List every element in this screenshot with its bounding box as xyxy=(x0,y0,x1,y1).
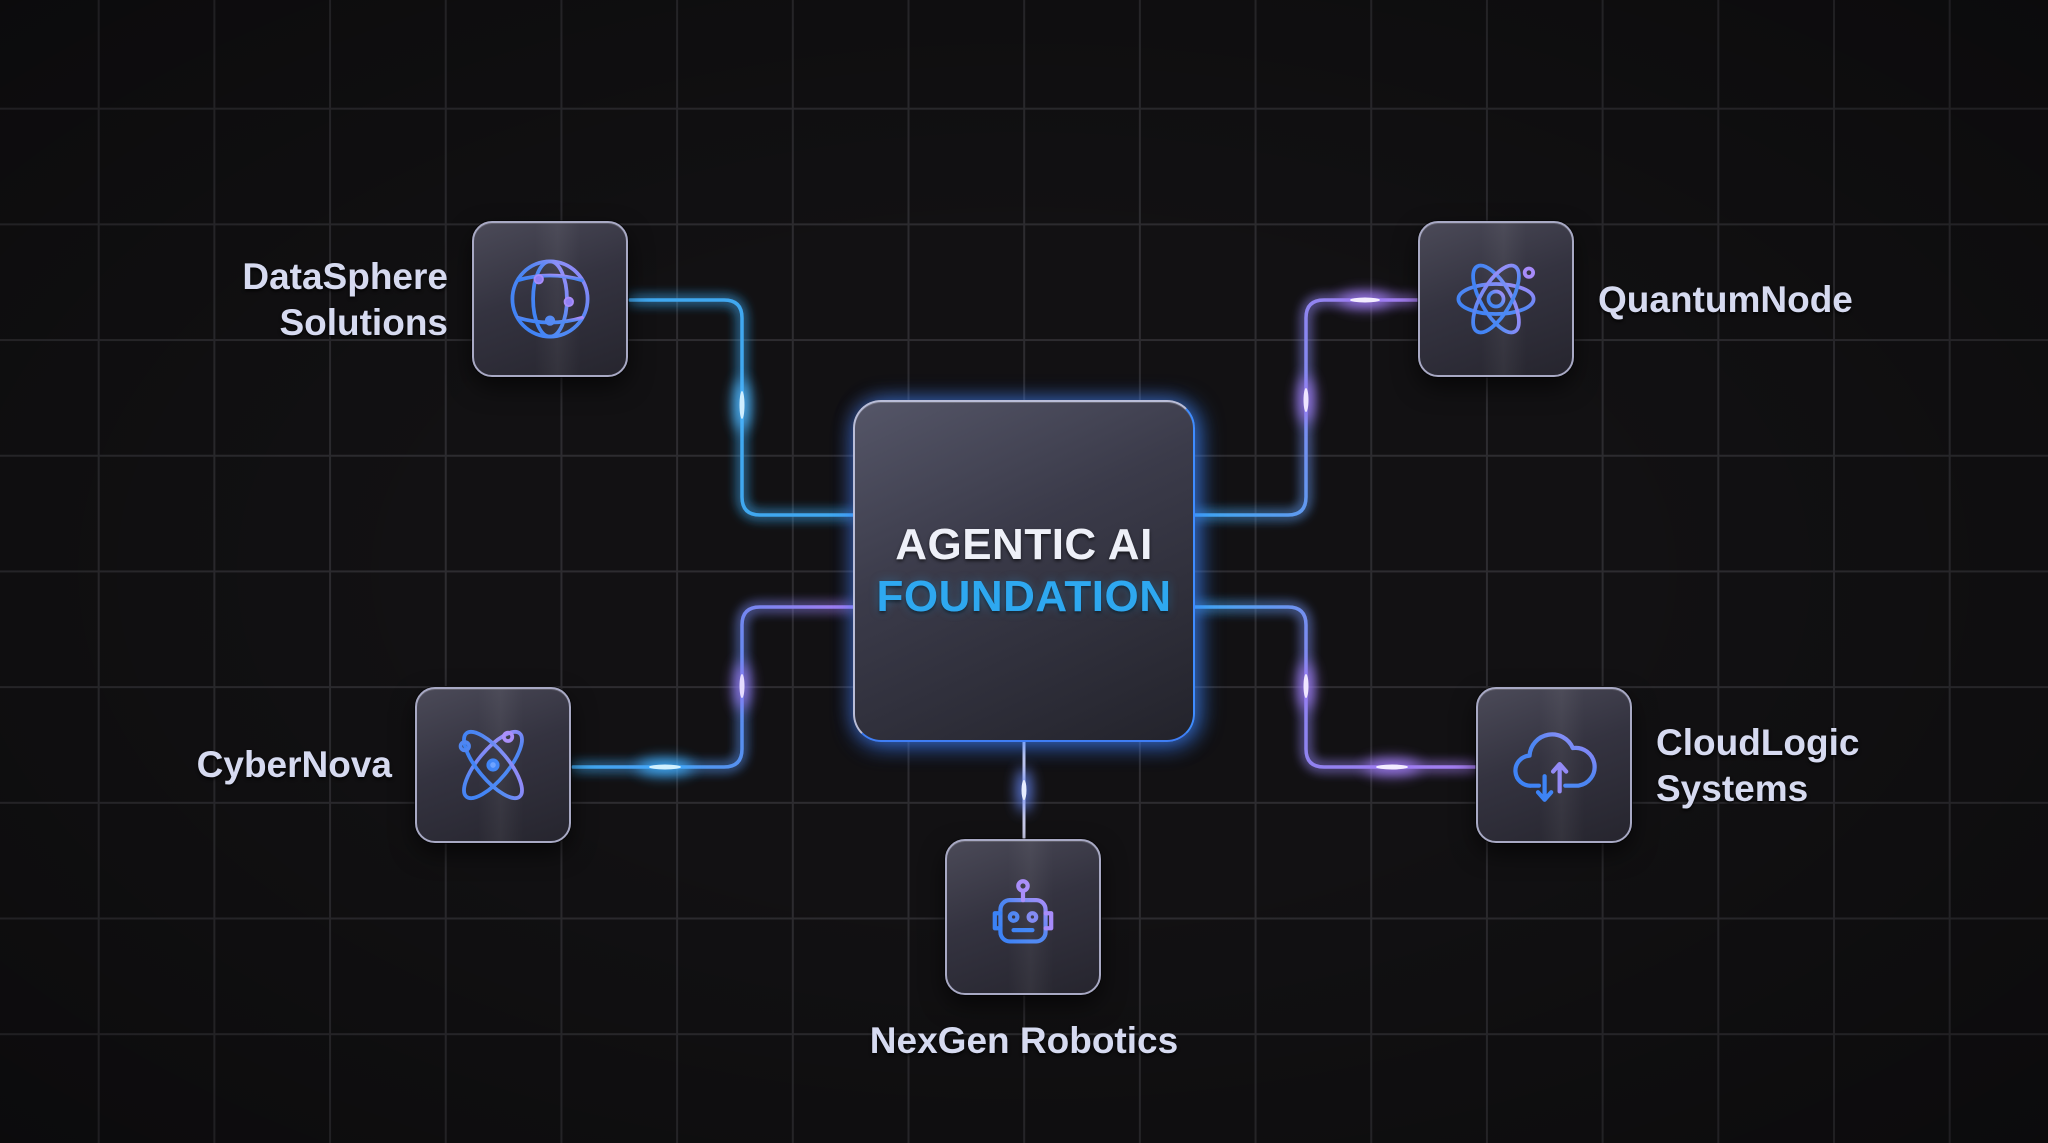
node-quantumnode[interactable] xyxy=(1418,221,1574,377)
signal-pulses xyxy=(637,292,1420,812)
orbit-icon xyxy=(458,729,524,801)
robot-icon xyxy=(992,879,1054,944)
atom-icon xyxy=(1456,263,1536,335)
label-cloudlogic: CloudLogic Systems xyxy=(1656,720,1859,812)
label-quantumnode: QuantumNode xyxy=(1598,277,1853,323)
hub-title-line1: AGENTIC AI xyxy=(895,520,1153,569)
node-cybernova[interactable] xyxy=(415,687,571,843)
label-datasphere-line2: Solutions xyxy=(279,302,448,343)
node-cloudlogic[interactable] xyxy=(1476,687,1632,843)
globe-icon xyxy=(510,259,590,339)
cloud-sync-icon xyxy=(1513,732,1597,802)
label-nexgen-line1: NexGen Robotics xyxy=(869,1020,1179,1061)
node-datasphere[interactable] xyxy=(472,221,628,377)
node-nexgen[interactable] xyxy=(945,839,1101,995)
wire-cloudlogic xyxy=(1192,605,1478,769)
label-cloudlogic-line2: Systems xyxy=(1656,768,1809,809)
label-quantumnode-line1: QuantumNode xyxy=(1598,279,1853,320)
hub-title-line2: FOUNDATION xyxy=(876,572,1172,621)
label-cybernova: CyberNova xyxy=(197,742,392,788)
label-cloudlogic-line1: CloudLogic xyxy=(1656,722,1860,763)
hub-agentic-ai-foundation[interactable]: AGENTIC AI FOUNDATION xyxy=(853,400,1195,742)
label-cybernova-line1: CyberNova xyxy=(196,744,392,785)
label-datasphere-line1: DataSphere xyxy=(242,256,448,297)
wire-cybernova xyxy=(571,605,855,769)
label-datasphere: DataSphere Solutions xyxy=(242,254,448,346)
label-nexgen: NexGen Robotics xyxy=(854,1018,1194,1064)
